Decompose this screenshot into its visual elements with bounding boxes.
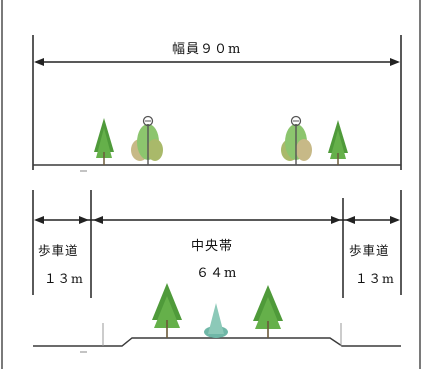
top-tree-group-left [94,115,163,165]
top-tree-group-right [281,115,348,165]
top-dimension-arrow-left [34,58,44,66]
top-dimension-arrow-right [390,58,400,66]
right-sidewalk-width: １３m [355,271,395,286]
mid-arrow-right-1 [331,216,341,224]
mid-arrow-left-3 [93,216,103,224]
bottom-ground-profile [33,337,401,347]
bottom-tree-group [152,283,283,338]
left-sidewalk-title: 歩車道 [38,243,79,258]
left-sidewalk-width: １３m [44,271,84,286]
right-sidewalk-title: 歩車道 [349,243,390,258]
median-width: ６４m [196,266,238,281]
total-width-label: 幅員９０m [172,42,242,57]
median-title: 中央帯 [191,239,234,254]
mid-arrow-left-2 [79,216,89,224]
mid-arrow-left-1 [34,216,44,224]
mid-arrow-right-3 [390,216,400,224]
mid-arrow-right-2 [345,216,355,224]
